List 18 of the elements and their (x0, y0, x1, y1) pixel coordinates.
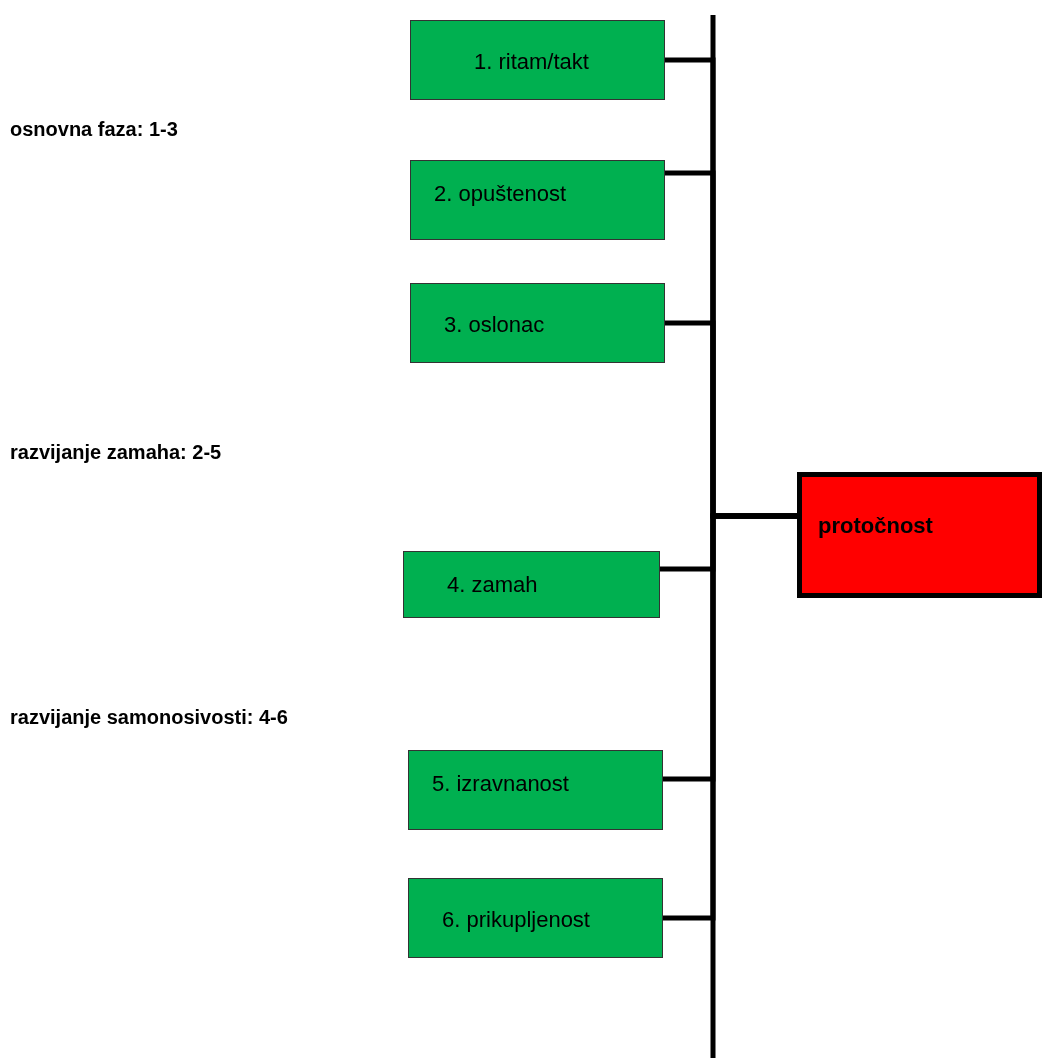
step-box (410, 160, 665, 240)
result-box (797, 472, 1042, 598)
step-label: 2. opuštenost (434, 181, 567, 207)
step-box (410, 283, 665, 363)
phase-label: razvijanje samonosivosti: 4-6 (10, 706, 288, 729)
step-label: 6. prikupljenost (442, 907, 590, 933)
step-label: 4. zamah (447, 572, 538, 598)
step-box (410, 20, 665, 100)
step-box (403, 551, 660, 618)
step-label: 5. izravnanost (432, 771, 569, 797)
step-box (408, 750, 663, 830)
step-label: 1. ritam/takt (474, 49, 589, 75)
connector-line (663, 513, 797, 921)
step-label: 3. oslonac (444, 312, 545, 338)
result-label: protočnost (818, 513, 933, 539)
step-box (408, 878, 663, 958)
phase-label: razvijanje zamaha: 2-5 (10, 441, 222, 464)
phase-label: osnovna faza: 1-3 (10, 118, 178, 141)
